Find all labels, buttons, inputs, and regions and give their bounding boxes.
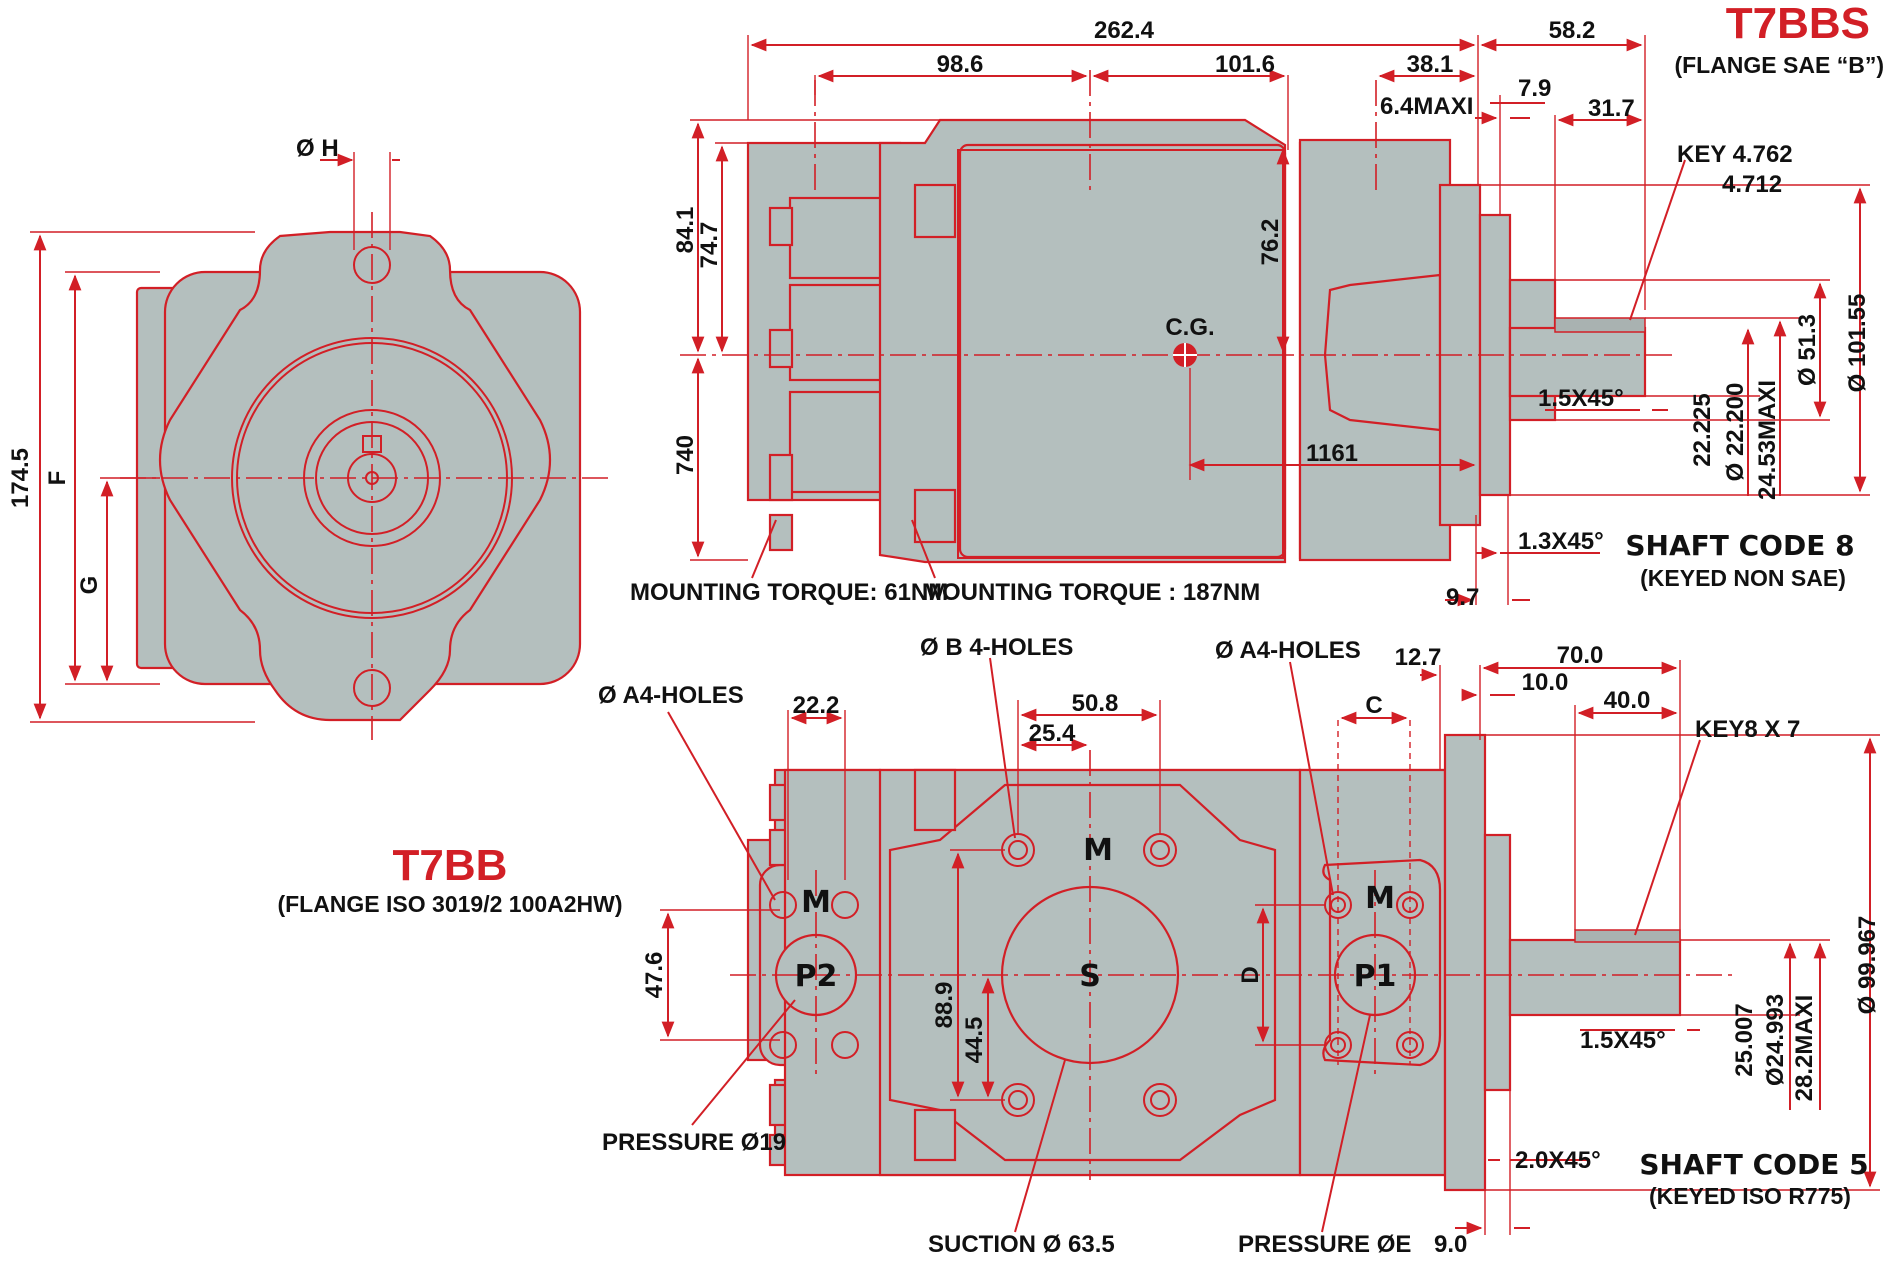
- end-dim-g: G: [76, 576, 103, 595]
- top-torque-1: MOUNTING TORQUE: 61NM: [630, 579, 948, 606]
- dim-22-2: 22.2: [793, 692, 840, 719]
- dim-44-5: 44.5: [961, 1017, 988, 1064]
- label-holes-a-left: Ø A4-HOLES: [598, 682, 744, 709]
- dim-22-200: Ø 22.200: [1722, 383, 1749, 482]
- top-title: T7BBS: [1726, 0, 1870, 48]
- port-p1: P1: [1354, 959, 1397, 994]
- end-dim-f: F: [44, 471, 71, 486]
- dim-25-007: 25.007: [1731, 1003, 1758, 1076]
- dim-101-6: 101.6: [1215, 51, 1275, 78]
- dim-24-993: Ø24.993: [1762, 994, 1789, 1086]
- top-subtitle: (FLANGE SAE “B”): [1674, 52, 1884, 78]
- dim-c: C: [1365, 692, 1382, 719]
- dim-25-4: 25.4: [1029, 720, 1076, 747]
- dim-98-6: 98.6: [937, 51, 984, 78]
- dim-88-9: 88.9: [931, 982, 958, 1029]
- dim-84-1: 84.1: [672, 207, 699, 254]
- dim-12-7: 12.7: [1395, 644, 1442, 671]
- end-view: [30, 152, 610, 740]
- port-m-center: M: [1083, 833, 1113, 868]
- dim-70-0: 70.0: [1557, 642, 1604, 669]
- dim-22-225: 22.225: [1689, 393, 1716, 466]
- dim-58-2: 58.2: [1549, 17, 1596, 44]
- dim-38-1: 38.1: [1407, 51, 1454, 78]
- label-holes-b: Ø B 4-HOLES: [920, 634, 1073, 661]
- port-m-left: M: [801, 885, 831, 920]
- dim-74-7: 74.7: [696, 222, 723, 269]
- label-pressure-left: PRESSURE Ø19: [602, 1129, 786, 1156]
- dim-50-8: 50.8: [1072, 690, 1119, 717]
- dim-6-4: 6.4MAXI: [1380, 93, 1473, 120]
- bottom-side-view: [660, 657, 1880, 1235]
- label-suction: SUCTION Ø 63.5: [928, 1231, 1115, 1258]
- dim-24-53: 24.53MAXI: [1754, 380, 1781, 500]
- end-dia-h: Ø H: [296, 135, 339, 162]
- top-side-view: [680, 35, 1870, 607]
- dim-40-0: 40.0: [1604, 687, 1651, 714]
- dim-d: D: [1237, 966, 1264, 983]
- port-p2: P2: [795, 959, 838, 994]
- label-holes-a-right: Ø A4-HOLES: [1215, 637, 1361, 664]
- dim-31-7: 31.7: [1588, 95, 1635, 122]
- dim-9-0: 9.0: [1434, 1231, 1467, 1258]
- bottom-chamfer-1: 1.5X45°: [1580, 1027, 1666, 1054]
- dia-51-3: Ø 51.3: [1794, 314, 1821, 386]
- top-key: KEY 4.762: [1677, 141, 1793, 168]
- port-m-right: M: [1365, 881, 1395, 916]
- top-shaft-desc: (KEYED NON SAE): [1640, 565, 1846, 591]
- bottom-key: KEY8 X 7: [1695, 716, 1800, 743]
- top-chamfer-2: 1.3X45°: [1518, 528, 1604, 555]
- bottom-chamfer-2: 2.0X45°: [1515, 1147, 1601, 1174]
- dim-740: 740: [672, 435, 699, 475]
- top-torque-2: MOUNTING TORQUE : 187NM: [922, 579, 1260, 606]
- top-shaft-code: SHAFT CODE 8: [1625, 529, 1854, 562]
- bottom-shaft-code: SHAFT CODE 5: [1639, 1148, 1868, 1181]
- top-key-2: 4.712: [1722, 171, 1782, 198]
- dim-262-4: 262.4: [1094, 17, 1155, 44]
- label-pressure-right: PRESSURE ØE: [1238, 1231, 1411, 1258]
- port-s: S: [1079, 959, 1101, 994]
- dim-10-0: 10.0: [1522, 669, 1569, 696]
- dim-7-9: 7.9: [1518, 75, 1551, 102]
- top-chamfer-1: 1.5X45°: [1538, 385, 1624, 412]
- bottom-shaft-desc: (KEYED ISO R775): [1649, 1183, 1851, 1209]
- end-dim-174-5: 174.5: [7, 448, 34, 508]
- bottom-subtitle: (FLANGE ISO 3019/2 100A2HW): [277, 891, 622, 917]
- dim-28-2: 28.2MAXI: [1791, 995, 1818, 1102]
- dim-9-7: 9.7: [1446, 584, 1479, 611]
- dim-1161: 1161: [1306, 440, 1358, 467]
- dim-76-2: 76.2: [1257, 219, 1284, 266]
- dia-101-55: Ø 101.55: [1844, 294, 1871, 393]
- bottom-title: T7BB: [393, 841, 508, 890]
- dia-99-967: Ø 99.967: [1854, 916, 1881, 1015]
- cg-label: C.G.: [1165, 314, 1214, 341]
- dim-47-6: 47.6: [641, 952, 668, 999]
